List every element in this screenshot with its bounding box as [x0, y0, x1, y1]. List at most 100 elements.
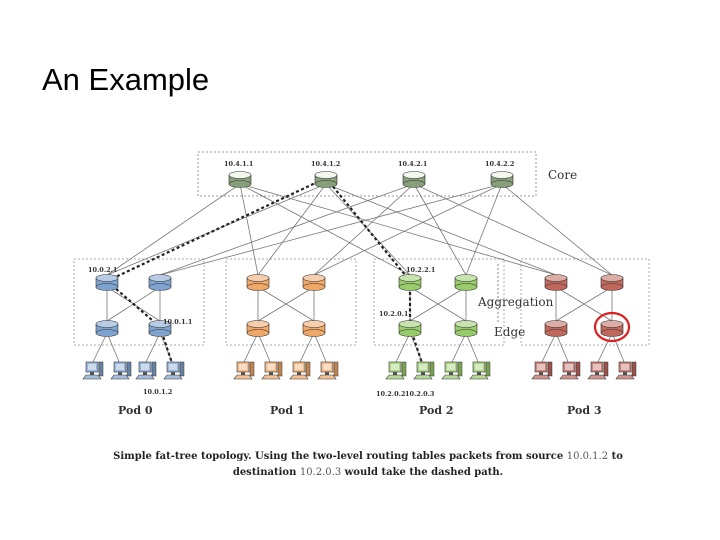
- pod0-host-2: [135, 361, 157, 380]
- pod-label-1: Pod 1: [270, 404, 305, 417]
- pod0-host-0: [82, 361, 104, 380]
- pod2-host-address-a: 10.2.0.2: [376, 390, 405, 398]
- pod0-agg-switch-1: [148, 274, 172, 291]
- edge-host-link: [450, 332, 467, 365]
- pod1-host-1: [261, 361, 283, 380]
- core-address-1: 10.4.1.2: [311, 160, 340, 168]
- dashed-path-segment: [106, 177, 327, 282]
- pod0-host-address: 10.0.1.2: [143, 388, 172, 396]
- slide-title: An Example: [42, 62, 210, 97]
- core-address-0: 10.4.1.1: [224, 160, 253, 168]
- core-agg-link: [159, 183, 503, 276]
- pod1-edge-switch-1: [302, 320, 326, 337]
- core-agg-link: [313, 183, 503, 276]
- core-agg-link: [325, 183, 557, 276]
- agg-edge-link: [409, 286, 467, 322]
- core-address-2: 10.4.2.1: [398, 160, 427, 168]
- edge-host-link: [91, 332, 108, 365]
- edge-layer-label: Edge: [494, 325, 525, 339]
- pod-label-2: Pod 2: [419, 404, 454, 417]
- pod2-agg-switch-1: [454, 274, 478, 291]
- pod-box-0: [73, 258, 205, 346]
- pod3-agg-switch-1: [600, 274, 624, 291]
- core-agg-link: [239, 183, 259, 276]
- pod2-edge-switch-0: [398, 320, 422, 337]
- pod0-edge-switch-1: [148, 320, 172, 337]
- agg-edge-link: [555, 286, 613, 322]
- core-agg-link: [413, 183, 613, 276]
- figure-caption: Simple fat-tree topology. Using the two-…: [108, 449, 628, 481]
- pod-box-1: [225, 258, 357, 346]
- pod2-host-0: [385, 361, 407, 380]
- edge-host-link: [106, 332, 121, 365]
- pod1-agg-switch-0: [246, 274, 270, 291]
- edge-host-link: [596, 332, 613, 365]
- core-agg-link: [239, 183, 557, 276]
- pod2-edge-switch-1: [454, 320, 478, 337]
- core-layer-label: Core: [548, 168, 577, 182]
- pod1-host-3: [317, 361, 339, 380]
- edge-host-link: [257, 332, 272, 365]
- pod2-host-1: [413, 361, 435, 380]
- pod0-agg-address: 10.0.2.1: [88, 266, 117, 274]
- pod1-agg-switch-1: [302, 274, 326, 291]
- edge-host-link: [465, 332, 480, 365]
- pod3-edge-switch-0: [544, 320, 568, 337]
- core-agg-link: [413, 183, 467, 276]
- pod3-host-1: [559, 361, 581, 380]
- pod0-host-1: [110, 361, 132, 380]
- pod2-agg-address: 10.2.2.1: [406, 266, 435, 274]
- pod-box-3: [520, 258, 650, 346]
- caption-destination-address: 10.2.0.3: [299, 467, 342, 478]
- caption-source-address: 10.0.1.2: [566, 451, 609, 462]
- core-agg-link: [159, 183, 415, 276]
- highlight-circle: [593, 311, 631, 343]
- core-switch-2: [402, 171, 426, 188]
- pod-box-2: [373, 258, 505, 346]
- core-layer-box: [197, 151, 537, 197]
- edge-host-link: [298, 332, 315, 365]
- edge-host-link: [611, 332, 626, 365]
- pod2-host-2: [441, 361, 463, 380]
- pod3-host-2: [587, 361, 609, 380]
- agg-edge-link: [257, 286, 315, 322]
- core-switch-1: [314, 171, 338, 188]
- pod2-host-3: [469, 361, 491, 380]
- aggregation-layer-label: Aggregation: [477, 295, 554, 309]
- pod2-agg-switch-0: [398, 274, 422, 291]
- caption-part-1: Simple fat-tree topology. Using the two-…: [113, 451, 564, 462]
- pod2-edge-address: 10.2.0.1: [379, 310, 408, 318]
- pod0-host-3: [163, 361, 185, 380]
- caption-part-3: would take the dashed path.: [344, 467, 504, 478]
- edge-host-link: [540, 332, 557, 365]
- pod2-host-address-b: 10.2.0.3: [405, 390, 435, 398]
- dashed-path-segment: [325, 177, 411, 282]
- edge-host-link: [242, 332, 259, 365]
- pod3-agg-switch-0: [544, 274, 568, 291]
- pod3-host-3: [615, 361, 637, 380]
- core-switch-0: [228, 171, 252, 188]
- edge-host-link: [144, 332, 161, 365]
- pod1-edge-switch-0: [246, 320, 270, 337]
- caption-part-2: to destination: [232, 451, 623, 478]
- pod3-host-0: [531, 361, 553, 380]
- core-agg-link: [257, 183, 327, 276]
- edge-host-link: [313, 332, 328, 365]
- core-switch-3: [490, 171, 514, 188]
- core-agg-link: [313, 183, 415, 276]
- dashed-path-segment: [106, 280, 161, 328]
- core-agg-link: [106, 183, 241, 276]
- pod3-edge-switch-1: [600, 320, 624, 337]
- edge-host-link: [555, 332, 570, 365]
- pod-label-3: Pod 3: [567, 404, 602, 417]
- core-agg-link: [501, 183, 613, 276]
- pod1-host-2: [289, 361, 311, 380]
- pod0-edge-switch-0: [95, 320, 119, 337]
- core-agg-link: [465, 183, 503, 276]
- pod0-agg-switch-0: [95, 274, 119, 291]
- edge-host-link: [394, 332, 411, 365]
- pod0-edge-address: 10.0.1.1: [163, 318, 192, 326]
- core-address-3: 10.4.2.2: [485, 160, 514, 168]
- pod-label-0: Pod 0: [118, 404, 153, 417]
